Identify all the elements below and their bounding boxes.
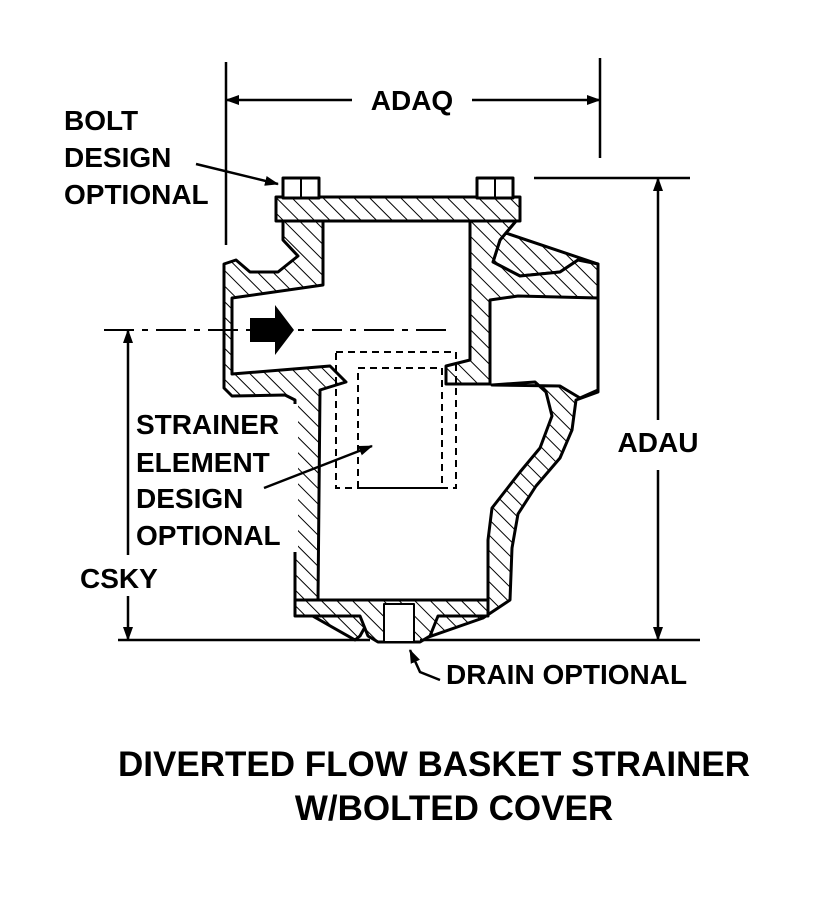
dimension-adau: ADAU: [420, 176, 700, 642]
drain-callout: DRAIN OPTIONAL: [408, 649, 687, 690]
strainer-label-line4: OPTIONAL: [136, 520, 281, 551]
adaq-label: ADAQ: [371, 85, 453, 116]
bolt-label-line3: OPTIONAL: [64, 179, 209, 210]
strainer-label-line3: DESIGN: [136, 483, 243, 514]
strainer-label-line2: ELEMENT: [136, 447, 270, 478]
drain-opening: [383, 603, 415, 643]
strainer-element: [335, 351, 457, 489]
diagram-title-line2: W/BOLTED COVER: [295, 789, 613, 828]
adau-label: ADAU: [618, 427, 699, 458]
bolted-cover-plate: [274, 195, 522, 223]
bolt-label-line1: BOLT: [64, 105, 138, 136]
diagram-title-line1: DIVERTED FLOW BASKET STRAINER: [118, 745, 750, 784]
bolt-callout: BOLT DESIGN OPTIONAL: [64, 105, 279, 210]
strainer-callout: STRAINER ELEMENT DESIGN OPTIONAL: [132, 404, 373, 552]
flow-arrow-icon: [250, 305, 294, 355]
body-baffle: [444, 219, 600, 386]
csky-label: CSKY: [80, 563, 158, 594]
dimension-csky: CSKY: [80, 329, 370, 642]
strainer-element-inner: [357, 367, 443, 489]
drain-label: DRAIN OPTIONAL: [446, 659, 687, 690]
dimension-adaq: ADAQ: [224, 58, 602, 245]
bolt-label-line2: DESIGN: [64, 142, 171, 173]
strainer-label-line1: STRAINER: [136, 409, 279, 440]
